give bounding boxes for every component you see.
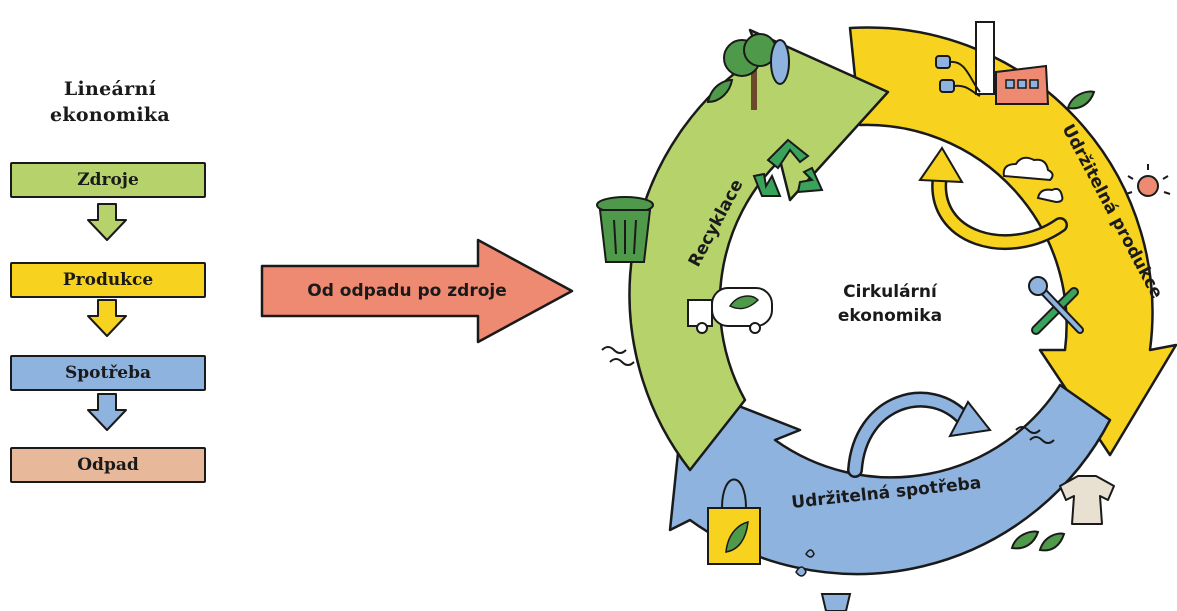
linear-title-line2: ekonomika [50, 104, 170, 126]
down-arrow-icon [87, 299, 127, 337]
center-title-line2: ekonomika [837, 306, 943, 326]
tools-icon [1028, 276, 1084, 335]
trash-bin-icon [596, 196, 654, 263]
down-arrow-icon [87, 203, 127, 241]
down-arrow-icon [87, 393, 127, 431]
stage-production: Produkce [10, 262, 206, 298]
sun-icon [1125, 164, 1171, 197]
water-wave-icon [601, 346, 635, 366]
linear-economy-title: Lineární ekonomika [20, 76, 200, 128]
leaf-icon [706, 78, 734, 104]
leaf-icon [1038, 532, 1066, 552]
cloud-icon [1002, 156, 1064, 204]
factory-icon [975, 21, 1050, 105]
water-glass-icon [795, 549, 852, 611]
stage-waste-label: Odpad [77, 455, 139, 475]
water-wave-icon [1015, 426, 1055, 444]
linear-title-line1: Lineární [63, 78, 157, 100]
truck-icon [687, 287, 773, 334]
transition-arrow-label: Od odpadu po zdroje [307, 281, 507, 301]
plug-icon [935, 55, 981, 97]
stage-waste: Odpad [10, 447, 206, 483]
stage-consumption: Spotřeba [10, 355, 206, 391]
stage-production-label: Produkce [62, 270, 154, 290]
circular-economy-title: Cirkulární ekonomika [790, 280, 990, 328]
leaf-icon [1066, 90, 1096, 110]
stage-consumption-label: Spotřeba [64, 363, 152, 383]
consumption-segment [668, 383, 1112, 576]
production-segment [848, 26, 1177, 457]
leaf-icon [1010, 530, 1040, 550]
shopping-bag-icon [707, 478, 761, 565]
recycling-segment [628, 28, 890, 472]
transition-arrow [260, 238, 574, 344]
tshirt-icon [1059, 475, 1115, 525]
recycle-icon [752, 138, 824, 197]
center-title-line1: Cirkulární [843, 282, 937, 302]
stage-resources-label: Zdroje [77, 170, 139, 190]
tree-icon [723, 33, 790, 110]
stage-resources: Zdroje [10, 162, 206, 198]
